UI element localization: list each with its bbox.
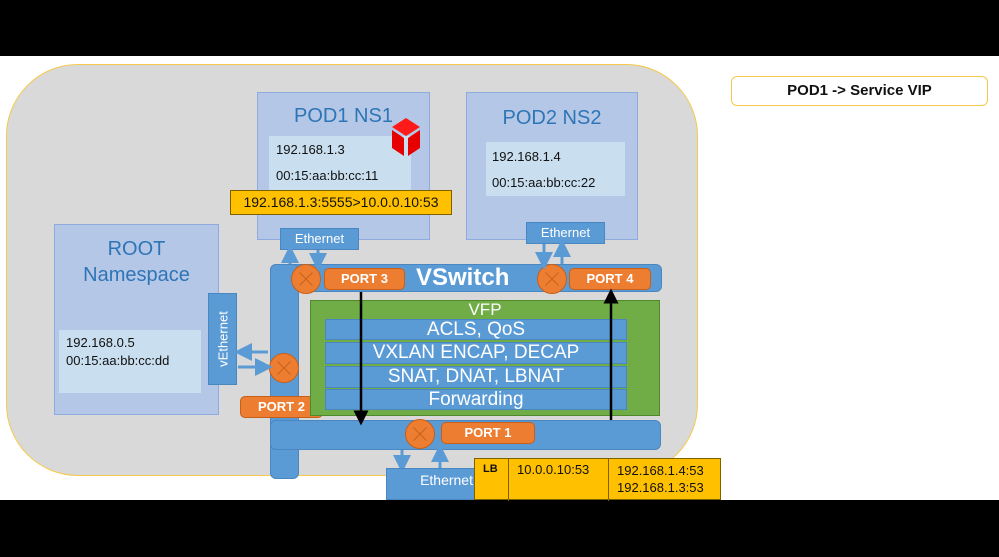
port1-label[interactable]: PORT 1 (441, 422, 535, 444)
port4-switch-icon[interactable] (537, 264, 567, 294)
vfp-title: VFP (468, 300, 502, 319)
pod2-ethernet[interactable]: Ethernet (526, 222, 605, 244)
lb-table: LB 10.0.0.10:53 192.168.1.4:53 192.168.1… (474, 458, 721, 501)
vfp-layer-forwarding: Forwarding (325, 389, 627, 410)
port1-switch-icon[interactable] (405, 419, 435, 449)
lb-backend-1: 192.168.1.4:53 (617, 463, 704, 478)
pod1-info: 192.168.1.3 00:15:aa:bb:cc:11 (269, 136, 411, 191)
root-info: 192.168.0.5 00:15:aa:bb:cc:dd (59, 330, 201, 393)
pod1-ip: 192.168.1.3 (276, 142, 345, 157)
pod1-ethernet[interactable]: Ethernet (280, 228, 359, 250)
flow-lines (234, 239, 619, 473)
pod2-mac: 00:15:aa:bb:cc:22 (492, 175, 596, 190)
pod2-info: 192.168.1.4 00:15:aa:bb:cc:22 (486, 142, 625, 196)
diagram-canvas: POD1 -> Service VIP POD1 NS1 192.168.1.3… (0, 56, 999, 501)
root-namespace: ROOT Namespace 192.168.0.5 00:15:aa:bb:c… (54, 224, 219, 415)
pod2-ip: 192.168.1.4 (492, 149, 561, 164)
port2-label[interactable]: PORT 2 (240, 396, 323, 418)
root-ip: 192.168.0.5 (66, 335, 135, 350)
lb-backend-2: 192.168.1.3:53 (617, 480, 704, 495)
vfp-layer-nat: SNAT, DNAT, LBNAT (325, 366, 627, 388)
lb-label: LB (475, 459, 509, 501)
pod2-namespace: POD2 NS2 192.168.1.4 00:15:aa:bb:cc:22 (466, 92, 638, 240)
pod1-title: POD1 NS1 (294, 105, 393, 127)
vfp-layer-vxlan: VXLAN ENCAP, DECAP (325, 342, 627, 364)
red-cube-icon (390, 116, 422, 158)
vswitch-title: VSwitch (416, 264, 510, 291)
scenario-title: POD1 -> Service VIP (731, 76, 988, 106)
pod1-mac: 00:15:aa:bb:cc:11 (276, 168, 379, 183)
lb-vip: 10.0.0.10:53 (509, 459, 609, 501)
pod1-namespace: POD1 NS1 192.168.1.3 00:15:aa:bb:cc:11 (257, 92, 430, 240)
packet-flow-label: 192.168.1.3:5555>10.0.0.10:53 (230, 190, 452, 215)
root-vethernet[interactable]: vEthernet (208, 293, 237, 385)
root-title-line1: ROOT (107, 238, 166, 260)
uplink-ethernet[interactable]: Ethernet (386, 468, 480, 500)
port3-label[interactable]: PORT 3 (324, 268, 405, 290)
root-mac: 00:15:aa:bb:cc:dd (66, 353, 170, 368)
pod2-title: POD2 NS2 (502, 107, 602, 129)
root-title-line2: Namespace (83, 264, 190, 286)
vfp-layer-acls: ACLS, QoS (325, 319, 627, 340)
